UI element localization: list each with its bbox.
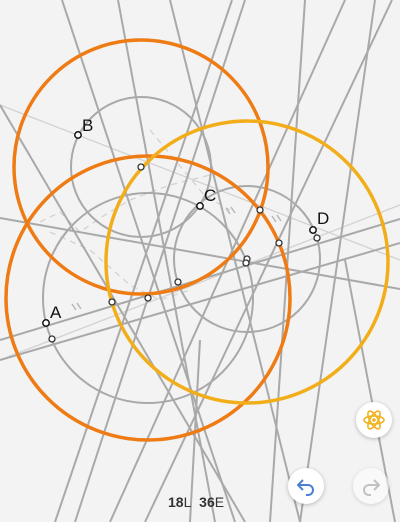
move-counter: 18L 36E xyxy=(168,494,224,510)
result-circle-orange-top xyxy=(12,38,270,296)
result-circle-yellow xyxy=(104,119,390,405)
redo-button[interactable] xyxy=(353,468,389,504)
atom-icon xyxy=(363,410,385,430)
point-a-label: A xyxy=(50,303,62,322)
point-a[interactable]: A xyxy=(42,303,62,327)
intersection-points[interactable] xyxy=(48,163,321,343)
hint-lines xyxy=(0,104,400,361)
result-circle-orange-bottom xyxy=(4,154,292,442)
point-c-label: C xyxy=(204,186,216,205)
given-points[interactable]: A B C D xyxy=(42,116,329,327)
undo-button[interactable] xyxy=(288,468,324,504)
result-circles xyxy=(4,38,390,442)
lines-count: 18 xyxy=(168,494,184,510)
point-b-label: B xyxy=(82,116,93,135)
elementary-unit: E xyxy=(214,494,225,510)
point-d-label: D xyxy=(317,209,329,228)
point-d[interactable]: D xyxy=(309,209,329,234)
elementary-count: 36 xyxy=(199,494,215,510)
lines-unit: L xyxy=(183,494,192,510)
redo-arrow-icon xyxy=(363,479,380,496)
hint-button[interactable] xyxy=(356,402,392,438)
undo-arrow-icon xyxy=(297,479,314,496)
point-c[interactable]: C xyxy=(196,186,216,210)
point-b[interactable]: B xyxy=(74,116,94,139)
tick-marks xyxy=(71,206,282,311)
